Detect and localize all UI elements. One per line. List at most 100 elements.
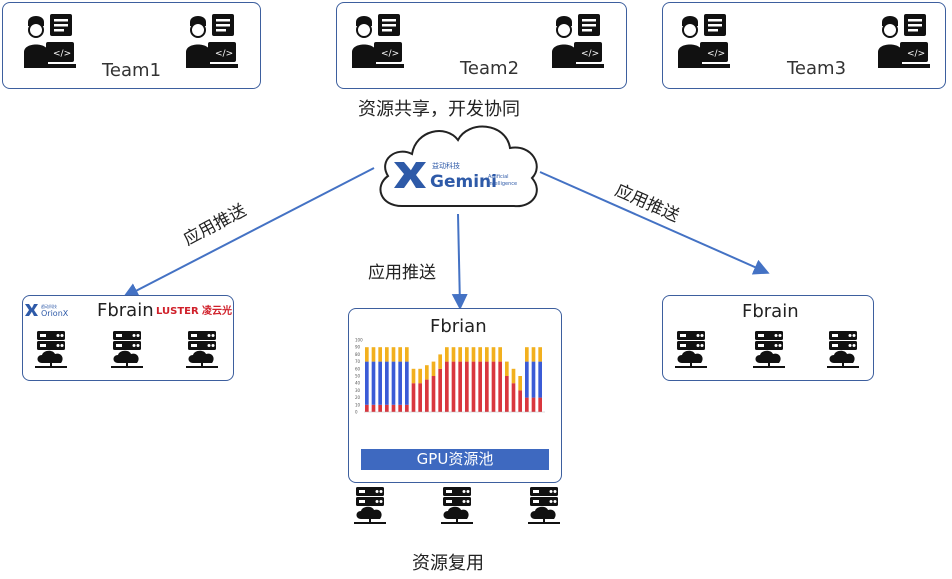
bar-segment xyxy=(365,361,369,405)
svg-text:</>: </> xyxy=(215,49,233,59)
bar-segment xyxy=(491,361,496,412)
bar-segment xyxy=(525,347,529,362)
bar-segment xyxy=(445,361,449,412)
cluster-center-title: Fbrian xyxy=(430,316,487,337)
bar-segment xyxy=(438,354,442,369)
team3-label: Team3 xyxy=(787,58,847,79)
developer-laptop-icon: </> xyxy=(552,14,604,68)
bar-segment xyxy=(391,404,396,412)
bar-segment xyxy=(418,368,422,384)
y-tick-label: 80 xyxy=(355,352,361,357)
cloud-tagline-1: Artificial xyxy=(488,174,509,180)
orionx-cn: 趋动科技 xyxy=(41,303,57,309)
bar-segment xyxy=(458,347,462,362)
luster-cn: 凌云光 xyxy=(202,304,232,317)
cloud-server-icon xyxy=(35,331,67,368)
developer-laptop-icon: </> xyxy=(678,14,730,68)
bar-segment xyxy=(465,361,469,412)
y-tick-label: 100 xyxy=(355,338,363,343)
cloud-brand: Gemini xyxy=(430,172,497,192)
bar-segment xyxy=(431,376,436,412)
cluster-right-title: Fbrain xyxy=(742,301,799,322)
bar-segment xyxy=(405,361,409,405)
bar-segment xyxy=(425,379,429,412)
y-tick-label: 40 xyxy=(355,381,361,386)
y-tick-label: 60 xyxy=(355,366,361,371)
bar-segment xyxy=(411,368,416,384)
y-tick-label: 20 xyxy=(355,395,361,400)
svg-text:</>: </> xyxy=(581,49,599,59)
bar-segment xyxy=(471,347,476,362)
developer-laptop-icon: </> xyxy=(878,14,930,68)
y-tick-label: 0 xyxy=(355,410,358,415)
y-tick-label: 90 xyxy=(355,345,361,350)
cloud-server-icon xyxy=(528,487,560,524)
bar-segment xyxy=(525,361,529,398)
bar-segment xyxy=(391,347,396,362)
push-arrow-left xyxy=(122,167,375,298)
bar-segment xyxy=(371,404,376,412)
bar-segment xyxy=(378,361,382,405)
cluster-left-title: Fbrain xyxy=(97,300,154,321)
luster-logo: LUSTER 凌云光 xyxy=(156,304,232,317)
y-tick-label: 50 xyxy=(355,374,361,379)
bar-segment xyxy=(458,361,462,412)
bar-segment xyxy=(405,404,409,412)
svg-text:</>: </> xyxy=(53,49,71,59)
bar-segment xyxy=(525,397,529,412)
push-caption-center: 应用推送 xyxy=(368,263,436,283)
bar-segment xyxy=(438,368,442,412)
developer-laptop-icon: </> xyxy=(186,14,238,68)
cloud-tagline-2: Intelligence xyxy=(488,181,517,187)
bar-segment xyxy=(378,347,382,362)
bar-segment xyxy=(471,361,476,412)
bar-segment xyxy=(398,361,402,405)
bar-segment xyxy=(491,347,496,362)
y-tick-label: 30 xyxy=(355,388,361,393)
bar-segment xyxy=(411,383,416,412)
bar-segment xyxy=(365,404,369,412)
bar-segment xyxy=(398,347,402,362)
team2-label: Team2 xyxy=(460,58,520,79)
push-arrow-right xyxy=(539,171,770,275)
bar-segment xyxy=(518,390,522,412)
cloud-server-icon xyxy=(354,487,386,524)
bar-segment xyxy=(538,361,542,398)
bar-segment xyxy=(505,361,509,376)
orionx-text: OrionX xyxy=(41,309,69,318)
bar-segment xyxy=(531,361,536,398)
push-arrow-center xyxy=(451,213,468,310)
team1-label: Team1 xyxy=(102,60,162,81)
developer-laptop-icon: </> xyxy=(24,14,76,68)
bar-segment xyxy=(445,347,449,362)
bar-segment xyxy=(478,361,482,412)
bar-segment xyxy=(538,397,542,412)
reuse-caption: 资源复用 xyxy=(412,553,484,574)
bar-segment xyxy=(531,347,536,362)
share-caption: 资源共享，开发协同 xyxy=(358,99,520,120)
bar-segment xyxy=(465,347,469,362)
bar-segment xyxy=(425,365,429,380)
bar-segment xyxy=(385,404,389,412)
bar-segment xyxy=(385,347,389,362)
bar-segment xyxy=(398,404,402,412)
bar-segment xyxy=(418,383,422,412)
bar-segment xyxy=(365,347,369,362)
bar-segment xyxy=(451,347,456,362)
bar-segment xyxy=(405,347,409,362)
cloud-server-icon xyxy=(186,331,218,368)
cloud-server-icon xyxy=(441,487,473,524)
bar-segment xyxy=(518,376,522,391)
bar-segment xyxy=(385,361,389,405)
gpu-pool-label: GPU资源池 xyxy=(361,449,549,470)
cloud-server-icon xyxy=(827,331,859,368)
bar-segment xyxy=(505,376,509,412)
bar-segment xyxy=(511,383,516,412)
bar-segment xyxy=(378,404,382,412)
bar-segment xyxy=(391,361,396,405)
svg-text:</>: </> xyxy=(707,49,725,59)
bar-segment xyxy=(371,347,376,362)
bar-segment xyxy=(511,368,516,384)
